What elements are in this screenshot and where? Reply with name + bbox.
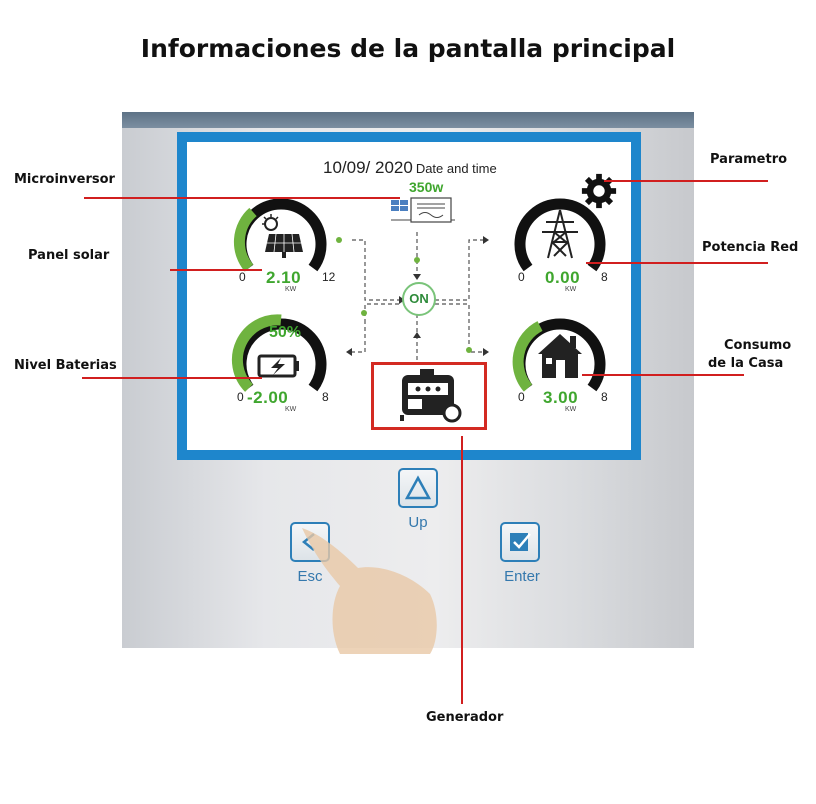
home-max: 8 [601, 390, 608, 404]
datetime-value: 10/09/ 2020 [323, 158, 413, 177]
solar-value: 2.10 [266, 268, 302, 287]
device-top-bar [122, 112, 694, 128]
callout-potencia-red: Potencia Red [702, 240, 799, 255]
enter-button[interactable] [500, 522, 540, 562]
battery-icon [257, 354, 299, 378]
battery-unit: KW [285, 406, 297, 413]
transmission-tower-icon [542, 209, 578, 259]
home-gauge [510, 310, 610, 400]
home-unit: KW [565, 406, 577, 413]
callout-parametro: Parametro [710, 152, 788, 167]
microinverter-icon [391, 197, 455, 223]
datetime-caption: Date and time [415, 161, 497, 176]
house-icon [538, 334, 582, 378]
microinverter-power: 350w [409, 179, 444, 195]
enter-label: Enter [504, 568, 540, 585]
esc-label: Esc [297, 568, 323, 585]
solar-panel-icon [262, 214, 303, 258]
home-value: 3.00 [543, 388, 579, 407]
on-status-indicator[interactable]: ON [402, 282, 436, 316]
grid-max: 8 [601, 270, 608, 284]
callout-nivel-baterias: Nivel Baterias [14, 358, 117, 373]
solar-unit: KW [285, 286, 297, 293]
checkbox-icon [510, 533, 531, 551]
up-button[interactable] [398, 468, 438, 508]
solar-gauge [231, 190, 331, 280]
battery-min: 0 [237, 390, 244, 404]
page-title: Informaciones de la pantalla principal [140, 34, 676, 63]
up-arrow-icon [404, 475, 432, 500]
callout-generador: Generador [426, 710, 504, 725]
grid-value: 0.00 [545, 268, 581, 287]
grid-gauge [510, 190, 610, 280]
callout-panel-solar: Panel solar [28, 248, 110, 263]
up-label: Up [408, 514, 428, 531]
battery-percent: 50% [269, 324, 302, 341]
solar-min: 0 [239, 270, 246, 284]
generator-box[interactable] [371, 362, 487, 430]
solar-max: 12 [322, 270, 336, 284]
callout-consumo-line2: de la Casa [708, 356, 784, 371]
energy-flow-lines [336, 232, 489, 360]
generator-icon [400, 369, 462, 423]
callout-consumo-line1: Consumo [724, 338, 792, 353]
home-min: 0 [518, 390, 525, 404]
grid-unit: KW [565, 286, 577, 293]
battery-max: 8 [322, 390, 329, 404]
pointing-hand [302, 528, 437, 654]
battery-value: -2.00 [247, 388, 289, 407]
grid-min: 0 [518, 270, 525, 284]
callout-microinversor: Microinversor [14, 172, 115, 187]
